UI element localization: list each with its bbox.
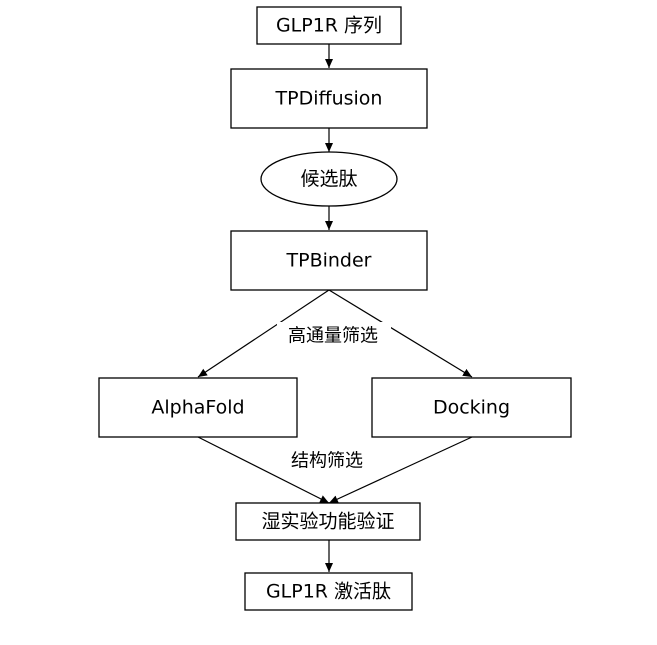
node-wet-lab-validation-label: 湿实验功能验证: [261, 511, 394, 533]
node-candidate-peptides-label: 候选肽: [300, 168, 357, 190]
node-glp1r-sequence-label: GLP1R 序列: [276, 15, 382, 37]
edge-label-structure-screen: 结构筛选: [291, 451, 363, 472]
arrow-tpbinder-to-docking: [328, 289, 473, 378]
node-glp1r-agonist: GLP1R 激活肽: [244, 572, 413, 611]
node-docking: Docking: [371, 377, 572, 438]
node-candidate-peptides: 候选肽: [260, 151, 398, 207]
edge-label-high-throughput-bg: [277, 322, 391, 350]
node-tpdiffusion: TPDiffusion: [230, 68, 428, 129]
edge-label-structure-screen-bg: [280, 447, 375, 475]
node-alphafold-label: AlphaFold: [151, 397, 244, 419]
arrow-tpbinder-to-alphafold: [197, 289, 330, 378]
arrow-alphafold-to-wetlab: [197, 436, 330, 504]
node-docking-label: Docking: [433, 397, 510, 419]
node-tpbinder: TPBinder: [230, 230, 428, 291]
node-alphafold: AlphaFold: [98, 377, 298, 438]
edge-label-high-throughput: 高通量筛选: [288, 326, 378, 347]
node-tpbinder-label: TPBinder: [286, 250, 372, 272]
node-tpdiffusion-label: TPDiffusion: [275, 88, 383, 110]
node-glp1r-agonist-label: GLP1R 激活肽: [266, 581, 391, 603]
node-glp1r-sequence: GLP1R 序列: [256, 6, 402, 45]
arrow-docking-to-wetlab: [328, 436, 473, 504]
node-wet-lab-validation: 湿实验功能验证: [235, 502, 421, 541]
